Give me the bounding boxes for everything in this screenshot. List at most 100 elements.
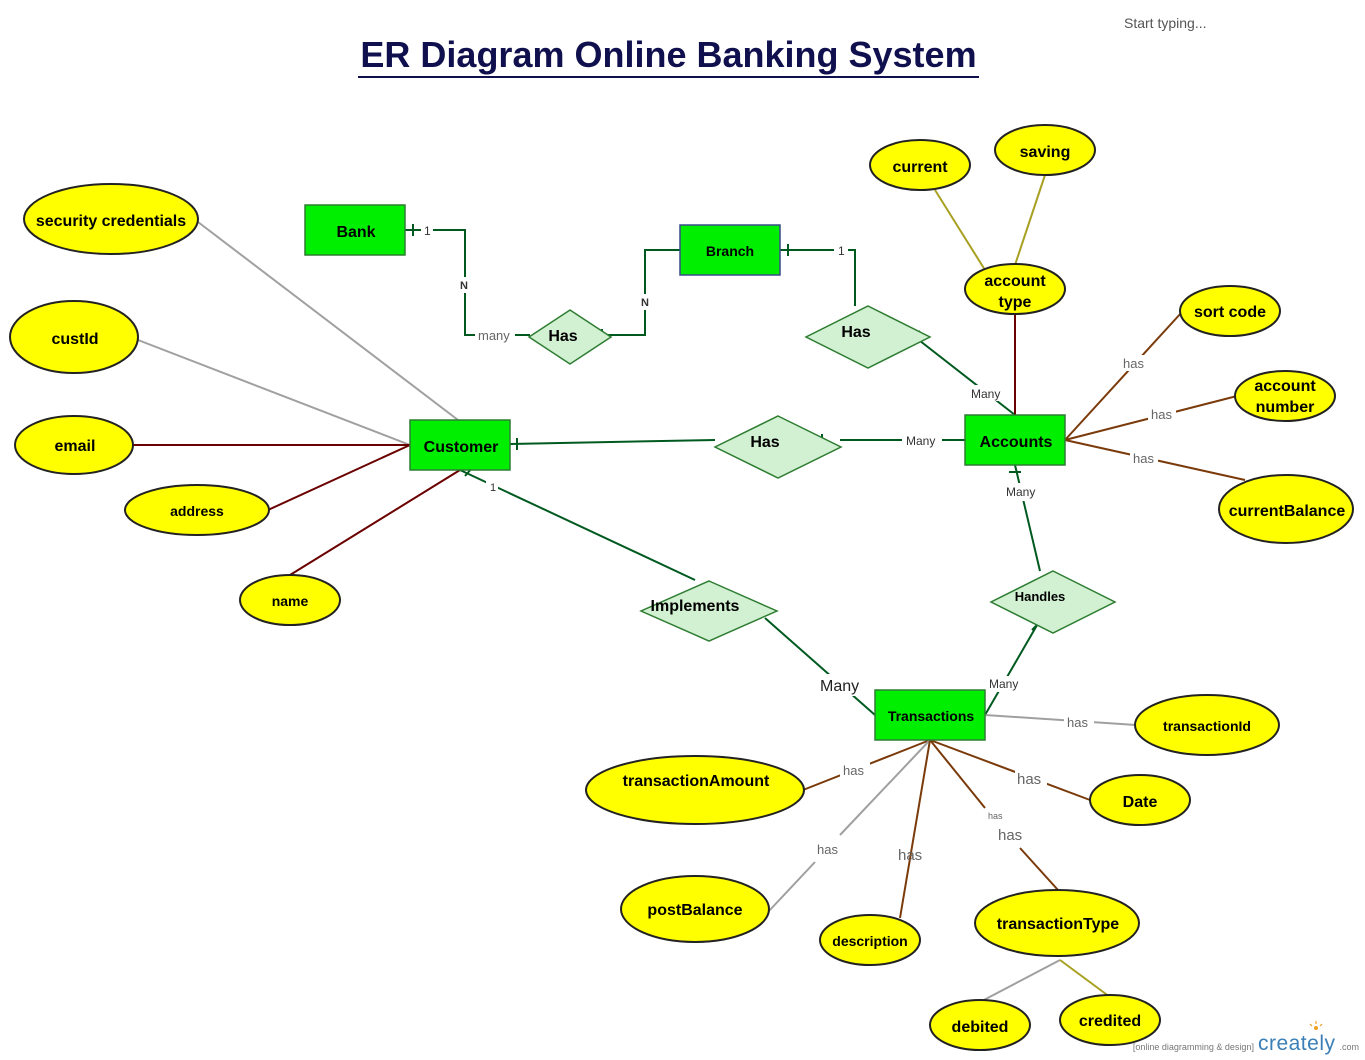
relationship-label: Handles <box>1015 589 1066 604</box>
connector-has-accounts <box>914 336 1016 416</box>
entity-transactions[interactable]: Transactions <box>874 689 986 741</box>
relationship-implements[interactable]: Implements <box>639 580 779 642</box>
sparkle-icon <box>1309 1021 1323 1030</box>
card-bank-many: many <box>478 328 510 343</box>
has-labels: has has has has has has has has has has <box>817 355 1176 864</box>
entity-accounts[interactable]: Accounts <box>964 414 1066 466</box>
connector-transactionid <box>984 714 1137 726</box>
attribute-description[interactable]: description <box>819 914 921 966</box>
attribute-transactionid[interactable]: transactionId <box>1134 694 1280 756</box>
entity-branch[interactable]: Branch <box>679 224 781 276</box>
card-handles-many: Many <box>989 677 1018 691</box>
has-label-sort-code: has <box>1123 356 1144 371</box>
attribute-date[interactable]: Date <box>1089 774 1191 826</box>
attribute-post-balance[interactable]: postBalance <box>620 875 770 943</box>
attribute-label: current <box>892 159 948 176</box>
attribute-label: security credentials <box>36 213 186 230</box>
attribute-email[interactable]: email <box>14 415 134 475</box>
attribute-account-number[interactable]: account number <box>1234 370 1336 422</box>
connector-has-branch <box>600 249 680 336</box>
card-bank-one: 1 <box>424 224 431 238</box>
has-label-date: has <box>1017 771 1041 788</box>
relationship-has-branch-accounts[interactable]: Has <box>804 305 932 369</box>
entity-label: Transactions <box>888 708 975 724</box>
connector-address <box>267 444 411 511</box>
connector-implements-transactions <box>764 617 876 716</box>
card-branch-n: N <box>641 297 649 309</box>
brand-logo: creately <box>1257 1032 1336 1055</box>
card-branch-accounts-many: Many <box>971 387 1000 401</box>
connector-date <box>929 739 1091 801</box>
connector-post-balance <box>839 739 931 836</box>
attribute-credited[interactable]: credited <box>1059 994 1161 1046</box>
diagram-title: ER Diagram Online Banking System <box>0 34 1337 78</box>
attribute-label: currentBalance <box>1229 503 1346 520</box>
cardinality-labels: 1 N many N 1 Many Many Many 1 Many Many <box>421 222 1040 696</box>
entity-customer[interactable]: Customer <box>409 419 511 471</box>
attribute-label: address <box>170 503 224 519</box>
attribute-current-balance[interactable]: currentBalance <box>1218 474 1354 544</box>
card-customer-accounts-many: Many <box>906 434 935 448</box>
entity-bank[interactable]: Bank <box>304 204 406 256</box>
attribute-name[interactable]: name <box>239 574 341 626</box>
attribute-label: transactionType <box>997 916 1120 933</box>
entity-label: Customer <box>424 439 499 456</box>
has-label-description: has <box>898 847 922 864</box>
connector-handles-transactions <box>984 619 1041 716</box>
has-label-small: has <box>988 811 1003 821</box>
attribute-saving[interactable]: saving <box>994 124 1096 176</box>
has-label-transaction-amount: has <box>843 763 864 778</box>
diagram-title-text: ER Diagram Online Banking System <box>358 34 979 78</box>
connector-transaction-type-2 <box>1019 847 1059 891</box>
connector-security-credentials <box>197 221 459 421</box>
attribute-current[interactable]: current <box>869 139 971 191</box>
attribute-label-line-1: account <box>1254 378 1316 395</box>
attribute-account-type[interactable]: account type <box>964 263 1066 315</box>
start-typing-prompt[interactable]: Start typing... <box>1124 15 1207 31</box>
card-accounts-handles-many: Many <box>1006 485 1035 499</box>
card-branch-one: 1 <box>838 244 845 258</box>
connector-description <box>899 739 931 919</box>
attribute-label: Date <box>1123 794 1158 811</box>
card-bank-n: N <box>460 280 468 292</box>
has-label-transaction-type: has <box>998 827 1022 844</box>
connector-sort-code <box>1064 311 1183 441</box>
attribute-label: description <box>832 933 907 949</box>
attribute-address[interactable]: address <box>124 484 270 536</box>
attribute-security-credentials[interactable]: security credentials <box>23 183 199 255</box>
connectors <box>133 174 1246 1003</box>
brand-suffix: .com <box>1339 1042 1359 1052</box>
connector-branch-has <box>780 249 856 306</box>
has-label-post-balance: has <box>817 842 838 857</box>
relationship-has-customer-accounts[interactable]: Has <box>713 415 843 479</box>
attribute-label: custId <box>51 331 98 348</box>
relationship-label: Has <box>548 328 577 345</box>
connector-customer-implements <box>459 469 696 581</box>
attribute-sort-code[interactable]: sort code <box>1179 285 1281 337</box>
creately-watermark: [online diagramming & design] creately .… <box>1132 1021 1359 1056</box>
card-implements-many: Many <box>820 678 859 695</box>
attribute-custid[interactable]: custId <box>9 300 139 374</box>
attribute-label: email <box>55 438 96 455</box>
connector-credited <box>1059 959 1111 998</box>
attribute-label: saving <box>1020 144 1071 161</box>
attribute-label-line-1: account <box>984 273 1046 290</box>
connector-customer-has <box>509 439 716 445</box>
relationship-handles[interactable]: Handles <box>989 570 1117 634</box>
attribute-label: credited <box>1079 1013 1141 1030</box>
relationship-has-bank-branch[interactable]: Has <box>527 309 613 365</box>
attribute-debited[interactable]: debited <box>929 999 1031 1051</box>
connector-custid <box>137 339 411 446</box>
connector-current <box>934 189 986 271</box>
entity-label: Branch <box>706 243 754 259</box>
attribute-label: transactionAmount <box>623 773 770 790</box>
attribute-transaction-type[interactable]: transactionType <box>974 889 1140 957</box>
has-label-account-number: has <box>1151 407 1172 422</box>
brand-tagline: [online diagramming & design] <box>1132 1042 1254 1052</box>
attribute-label: transactionId <box>1163 718 1251 734</box>
entity-label: Bank <box>336 224 375 241</box>
has-label-transactionid: has <box>1067 715 1088 730</box>
attribute-transaction-amount[interactable]: transactionAmount <box>585 755 805 825</box>
has-label-current-balance: has <box>1133 451 1154 466</box>
attribute-label-line-2: type <box>999 294 1032 311</box>
